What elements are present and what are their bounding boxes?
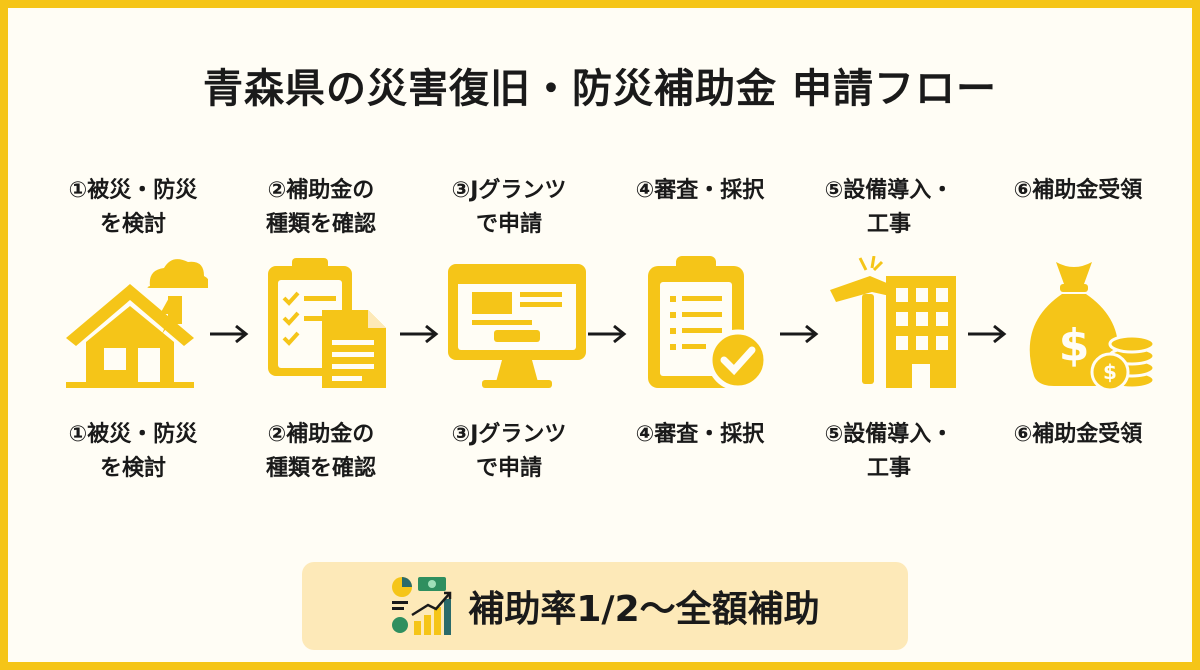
arrow-right-icon: [968, 324, 1007, 344]
step-6-label-top: ⑥補助金受領: [1013, 178, 1143, 203]
clipboard-check-icon: [648, 256, 769, 391]
clipboard-document-icon: [268, 258, 386, 388]
money-bag-icon: $ $: [1029, 262, 1156, 392]
step-5-label-top: ⑤設備導入・工事: [824, 178, 954, 237]
step-2-label-top: ②補助金の種類を確認: [265, 178, 376, 237]
subsidy-rate-badge: 補助率1/2〜全額補助: [302, 562, 908, 650]
arrow-right-icon: [588, 324, 627, 344]
arrow-right-icon: [400, 324, 439, 344]
step-1-label-top: ①被災・防災を検討: [68, 178, 198, 237]
step-3-label-top: ③Jグランツで申請: [451, 178, 567, 237]
svg-text:$: $: [1103, 360, 1117, 384]
computer-monitor-icon: [448, 264, 586, 388]
arrow-right-icon: [780, 324, 819, 344]
diagram-frame: 青森県の災害復旧・防災補助金 申請フロー ①被災・防災を検討 ②補助金の種類を確…: [8, 8, 1192, 662]
growth-chart-icon: [392, 577, 452, 635]
subsidy-rate-text: 補助率1/2〜全額補助: [468, 589, 820, 630]
step-5-label-bottom: ⑤設備導入・工事: [824, 422, 954, 481]
house-storm-icon: [66, 259, 208, 388]
step-6-label-bottom: ⑥補助金受領: [1013, 422, 1143, 447]
hammer-building-icon: [830, 256, 956, 388]
step-1-label-bottom: ①被災・防災を検討: [68, 422, 198, 481]
step-4-label-top: ④審査・採択: [635, 178, 765, 203]
arrow-right-icon: [210, 324, 249, 344]
svg-text:$: $: [1059, 320, 1090, 371]
step-2-label-bottom: ②補助金の種類を確認: [265, 422, 376, 481]
step-4-label-bottom: ④審査・採択: [635, 422, 765, 447]
page-title: 青森県の災害復旧・防災補助金 申請フロー: [203, 66, 997, 112]
step-3-label-bottom: ③Jグランツで申請: [451, 422, 567, 481]
